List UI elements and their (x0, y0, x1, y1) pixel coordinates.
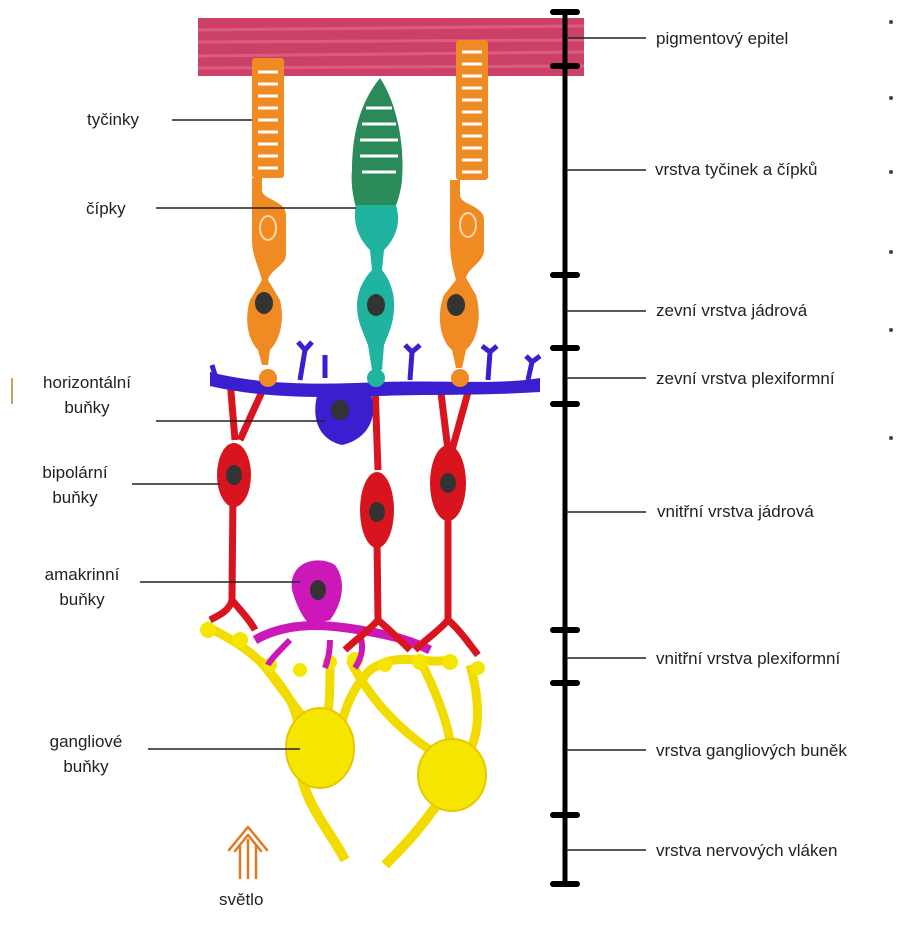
bipolar-cells-label: bipolární buňky (25, 460, 125, 510)
layer-label-pigment-epithelium: pigmentový epitel (656, 26, 788, 51)
layer-label-outer-plexiform: zevní vrstva plexiformní (656, 366, 835, 391)
light-arrow-icon (229, 827, 267, 878)
horizontal-cells-label-line2: buňky (28, 395, 146, 420)
layer-label-outer-nuclear: zevní vrstva jádrová (656, 298, 807, 323)
layer-label-rods-cones: vrstva tyčinek a čípků (655, 157, 818, 182)
ganglion-cells-label-line2: buňky (34, 754, 138, 779)
horizontal-cells-label: horizontální buňky (28, 370, 146, 420)
cell-leader-lines (12, 120, 356, 749)
rod-right (440, 40, 488, 387)
bipolar-cells-label-line2: buňky (25, 485, 125, 510)
ganglion-cells-label: gangliové buňky (34, 729, 138, 779)
horizontal-cells-label-line1: horizontální (28, 370, 146, 395)
rod-left (247, 58, 286, 387)
layer-label-ganglion-cells: vrstva gangliových buněk (656, 738, 847, 763)
layer-leader-lines (566, 38, 646, 850)
amacrine-cell (255, 560, 430, 668)
layer-label-inner-plexiform: vnitřní vrstva plexiformní (656, 646, 840, 671)
bipolar-cells-label-line1: bipolární (25, 460, 125, 485)
light-label: světlo (219, 887, 263, 912)
ganglion-cells-label-line1: gangliové (34, 729, 138, 754)
margin-bullets (889, 20, 893, 440)
layer-scale-bar (553, 12, 577, 884)
ganglion-cells (200, 622, 486, 865)
cone-cell (352, 78, 403, 387)
amacrine-cells-label-line2: buňky (30, 587, 134, 612)
layer-label-nerve-fibers: vrstva nervových vláken (656, 838, 837, 863)
amacrine-cells-label: amakrinní buňky (30, 562, 134, 612)
cones-label: čípky (86, 196, 126, 221)
amacrine-cells-label-line1: amakrinní (30, 562, 134, 587)
layer-label-inner-nuclear: vnitřní vrstva jádrová (657, 499, 814, 524)
rods-label: tyčinky (87, 107, 139, 132)
